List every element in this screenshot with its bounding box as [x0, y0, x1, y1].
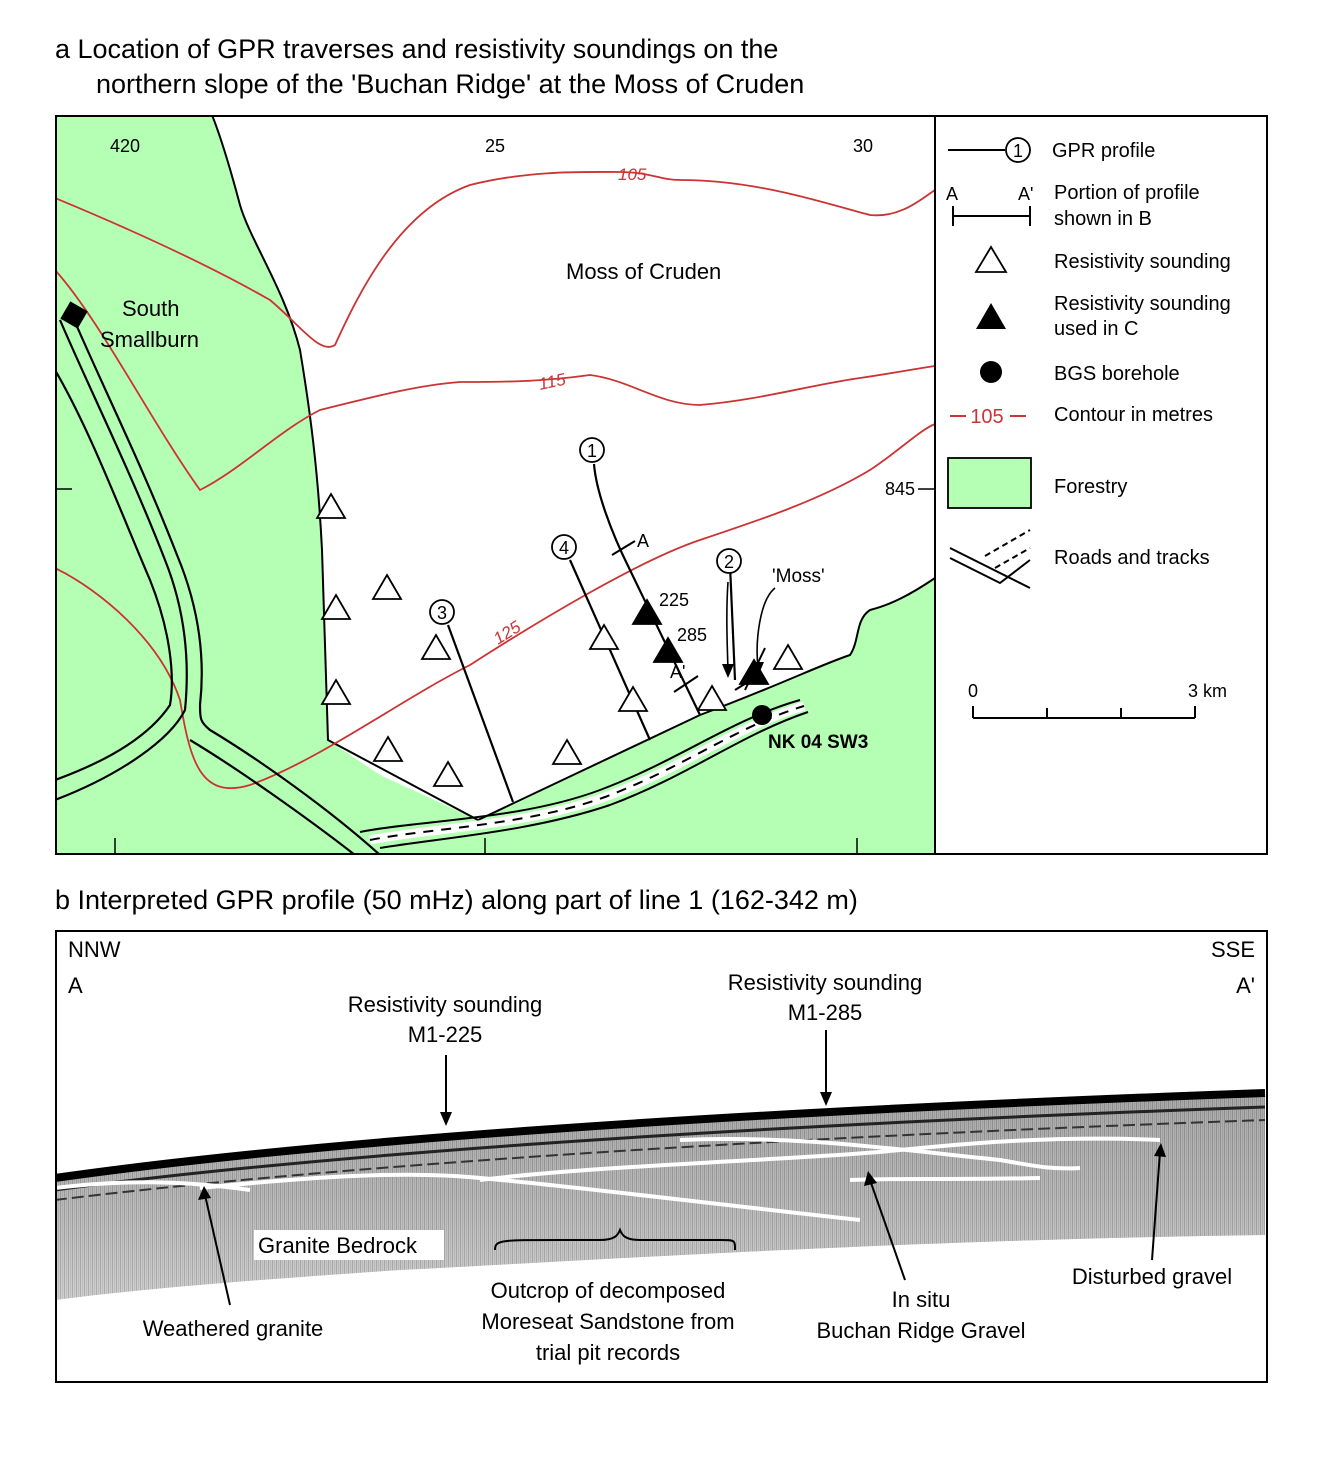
resistivity-soundings: [315, 492, 804, 787]
place-smallburn: Smallburn: [100, 327, 199, 352]
map-section-a2: A': [670, 662, 685, 682]
surface-reflector: [57, 1089, 1266, 1182]
a2-label: A': [1236, 973, 1255, 998]
roads: [57, 314, 380, 853]
res1-line1: Resistivity sounding: [348, 992, 542, 1017]
grid-y-845: 845: [885, 479, 915, 499]
building-south-smallburn: [60, 301, 88, 329]
track: [359, 699, 809, 849]
a-label: A: [68, 973, 83, 998]
gpr-svg: NNW SSE A A' Resistivity sounding M1-225…: [57, 937, 1266, 1365]
legend-roads-icon: [949, 529, 1031, 589]
place-moss-of-cruden: Moss of Cruden: [566, 259, 721, 284]
grid-x-420: 420: [110, 136, 140, 156]
legend-portion-line2: shown in B: [1054, 208, 1152, 230]
sse-label: SSE: [1211, 937, 1255, 962]
insitu-line1: In situ: [892, 1287, 951, 1312]
res2-line1: Resistivity sounding: [728, 970, 922, 995]
legend: 1 GPR profile A A' Portion of profile sh…: [946, 137, 1231, 719]
forestry-south: [385, 578, 935, 853]
map-svg: 105 115 125 South Smallburn Moss of Crud…: [57, 117, 1231, 853]
sounding-225: 225: [659, 590, 689, 610]
caption-a-line1: a Location of GPR traverses and resistiv…: [55, 34, 779, 64]
legend-forestry: Forestry: [1054, 476, 1127, 498]
sounding-285: 285: [677, 625, 707, 645]
legend-borehole: BGS borehole: [1054, 363, 1180, 385]
contour-label-125: 125: [490, 617, 525, 648]
disturbed-gravel-label: Disturbed gravel: [1072, 1264, 1232, 1289]
legend-resistivity: Resistivity sounding: [1054, 251, 1231, 273]
nnw-label: NNW: [68, 937, 121, 962]
gpr-panel: NNW SSE A A' Resistivity sounding M1-225…: [55, 930, 1268, 1383]
legend-forestry-swatch: [947, 457, 1032, 509]
contour-label-115: 115: [537, 370, 568, 394]
svg-text:4: 4: [559, 538, 569, 558]
legend-resistivity-used2: used in C: [1054, 318, 1139, 340]
legend-filled-triangle: [976, 303, 1006, 329]
outcrop-line3: trial pit records: [536, 1340, 680, 1365]
grid-x-30: 30: [853, 136, 873, 156]
map-panel: 105 115 125 South Smallburn Moss of Crud…: [55, 115, 1268, 855]
legend-contour: Contour in metres: [1054, 404, 1213, 426]
legend-open-triangle: [974, 245, 1008, 273]
legend-portion-a: A: [946, 184, 958, 204]
legend-portion-a2: A': [1018, 184, 1033, 204]
legend-roads: Roads and tracks: [1054, 547, 1210, 569]
profile-marker-2: 2: [716, 548, 742, 574]
profile-marker-4: 4: [551, 534, 577, 560]
svg-text:2: 2: [724, 552, 734, 572]
grid-x-25: 25: [485, 136, 505, 156]
scale-bar: [972, 706, 1196, 719]
place-south: South: [122, 296, 180, 321]
map-section-a: A: [637, 531, 649, 551]
weathered-granite-label: Weathered granite: [143, 1316, 324, 1341]
legend-portion-line1: Portion of profile: [1054, 182, 1200, 204]
res1-line2: M1-225: [408, 1022, 483, 1047]
legend-borehole-marker: [980, 361, 1002, 383]
caption-a-line2: northern slope of the 'Buchan Ridge' at …: [96, 69, 805, 99]
outcrop-line2: Moreseat Sandstone from: [481, 1309, 734, 1334]
moss-label: 'Moss': [772, 566, 825, 587]
res2-line2: M1-285: [788, 1000, 863, 1025]
contour-label-105: 105: [618, 165, 647, 184]
legend-contour-sample: 105: [970, 406, 1003, 428]
legend-profile-marker: 1: [1013, 141, 1023, 161]
svg-text:3: 3: [437, 603, 447, 623]
forestry-west: [57, 117, 478, 853]
legend-resistivity-used1: Resistivity sounding: [1054, 293, 1231, 315]
profile-marker-1: 1: [579, 437, 605, 463]
borehole-label: NK 04 SW3: [768, 732, 868, 753]
insitu-line2: Buchan Ridge Gravel: [816, 1318, 1025, 1343]
scale-end: 3 km: [1188, 681, 1227, 701]
svg-text:1: 1: [587, 441, 597, 461]
caption-b: b Interpreted GPR profile (50 mHz) along…: [55, 885, 858, 915]
granite-bedrock-label: Granite Bedrock: [258, 1233, 418, 1258]
profile-marker-3: 3: [429, 599, 455, 625]
borehole-marker: [752, 705, 772, 725]
resistivity-soundings-used: [631, 598, 770, 685]
outcrop-line1: Outcrop of decomposed: [491, 1278, 726, 1303]
scale-start: 0: [968, 681, 978, 701]
legend-gpr-profile: GPR profile: [1052, 140, 1155, 162]
interpretation-lines: [57, 1136, 1161, 1222]
